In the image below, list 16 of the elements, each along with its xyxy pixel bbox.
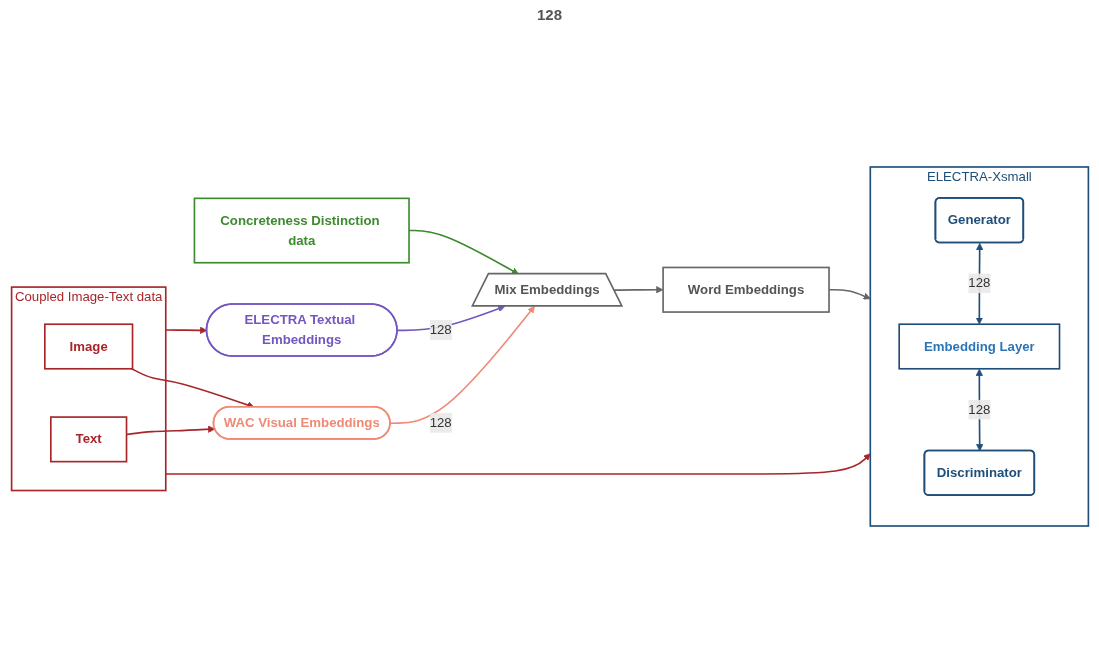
node-box: Embedding Layer xyxy=(897,323,1060,370)
edge-label: 128 xyxy=(967,402,990,417)
node-box: Text xyxy=(49,416,127,463)
arrow xyxy=(975,368,983,452)
arrow xyxy=(612,286,663,294)
edge-label: 128 xyxy=(967,275,990,290)
arrow xyxy=(389,305,535,425)
edge-label: 128 xyxy=(429,415,452,430)
dimension-label: 128 xyxy=(537,6,562,23)
node-box: Image xyxy=(43,323,133,370)
node-box: Word Embeddings xyxy=(661,266,830,313)
node-box: Concreteness Distinction data xyxy=(193,197,410,264)
edge-label: 128 xyxy=(429,322,452,337)
arrow xyxy=(975,242,983,325)
arrow xyxy=(164,326,207,334)
arrow xyxy=(396,305,505,332)
